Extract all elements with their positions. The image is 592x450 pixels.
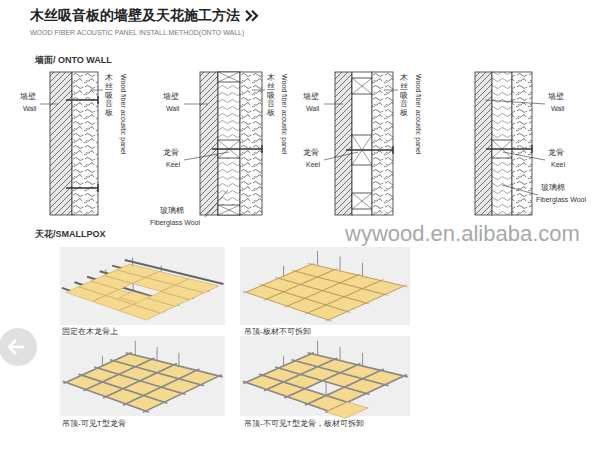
section-heading: 墙面/ ONTO WALL bbox=[35, 56, 112, 66]
part-label: Fiberglass Wool bbox=[150, 219, 200, 227]
part-label: 木丝吸音板 bbox=[105, 74, 113, 118]
leader-line bbox=[252, 90, 265, 91]
keel bbox=[218, 72, 240, 82]
t-bar bbox=[110, 360, 204, 386]
t-bar bbox=[79, 374, 168, 403]
part-label: 木丝吸音板 bbox=[400, 74, 408, 118]
t-bar bbox=[308, 353, 408, 377]
part-label: 龙骨 bbox=[548, 149, 564, 158]
part-label: Wall bbox=[23, 105, 36, 113]
back-button bbox=[0, 328, 37, 366]
keel bbox=[352, 78, 372, 94]
t-bar bbox=[275, 277, 370, 304]
part-label: Wood fiber acoustic panel bbox=[119, 74, 127, 154]
ceiling-panel-3 bbox=[60, 336, 225, 416]
t-bar bbox=[126, 353, 223, 377]
leader-line bbox=[40, 104, 58, 105]
panel-ground bbox=[240, 247, 410, 325]
t-bar bbox=[243, 291, 332, 321]
t-bar bbox=[259, 284, 351, 312]
part-label: Keel bbox=[306, 161, 320, 169]
wall-section-4 bbox=[475, 72, 545, 215]
panel-ground bbox=[60, 336, 225, 416]
t-bar bbox=[63, 381, 149, 412]
air-gap bbox=[352, 72, 372, 215]
t-bar bbox=[275, 367, 370, 395]
part-label: 龙骨 bbox=[163, 149, 179, 158]
title: 木丝吸音板的墙壁及天花施工方法 bbox=[30, 8, 240, 23]
watermark: wywood.en.alibaba.com bbox=[345, 222, 580, 246]
wall-section-2 bbox=[184, 72, 265, 217]
acoustic-panel bbox=[72, 72, 98, 215]
t-bar bbox=[291, 270, 388, 295]
ceiling-tile bbox=[363, 281, 404, 295]
part-label: Keel bbox=[551, 161, 565, 169]
t-bar bbox=[259, 374, 351, 403]
caption: 固定在木龙骨上 bbox=[62, 328, 118, 337]
section-heading: 天花/SMALLPOX bbox=[35, 230, 106, 240]
acoustic-panel bbox=[512, 72, 532, 215]
part-label: Wood fiber acoustic panel bbox=[414, 74, 422, 154]
ceiling-panel-2 bbox=[240, 247, 410, 325]
panel-ground bbox=[240, 336, 410, 416]
keel bbox=[218, 205, 240, 215]
t-bar bbox=[243, 381, 332, 412]
leader-line bbox=[485, 100, 545, 195]
part-label: 龙骨 bbox=[303, 149, 319, 158]
ceiling-panel-4 bbox=[240, 336, 410, 418]
screw bbox=[212, 145, 262, 153]
part-label: Fiberglass Wool bbox=[536, 196, 586, 204]
part-label: Wood fiber acoustic panel bbox=[280, 74, 288, 154]
part-label: 墙壁 bbox=[548, 93, 564, 102]
screw bbox=[66, 96, 98, 192]
part-label: 玻璃棉 bbox=[541, 184, 565, 193]
part-label: Wall bbox=[551, 105, 564, 113]
screw bbox=[346, 146, 393, 154]
wall-section-1 bbox=[40, 72, 103, 215]
keel bbox=[352, 193, 372, 209]
part-label: 木丝吸音板 bbox=[267, 74, 275, 118]
wall bbox=[335, 72, 352, 215]
part-label: 墙壁 bbox=[20, 93, 36, 102]
fiberglass-wool bbox=[218, 72, 240, 215]
part-label: 墙壁 bbox=[303, 93, 319, 102]
panel-ground bbox=[60, 247, 225, 325]
ceiling-tile bbox=[175, 279, 219, 293]
leader-line bbox=[90, 90, 103, 91]
screw bbox=[486, 145, 532, 153]
part-label: 玻璃棉 bbox=[160, 207, 184, 216]
leader-line bbox=[324, 104, 358, 160]
part-label: 墙壁 bbox=[163, 93, 179, 102]
acoustic-panel bbox=[372, 72, 393, 215]
caption: 吊顶-不可见T型龙骨，板材可拆卸 bbox=[244, 420, 364, 429]
wall bbox=[475, 72, 492, 215]
wall bbox=[50, 72, 72, 215]
ceiling-tile bbox=[363, 370, 404, 384]
fiberglass-wool bbox=[492, 72, 512, 215]
part-label: Wall bbox=[306, 105, 319, 113]
t-bar bbox=[308, 263, 408, 287]
wall bbox=[200, 72, 218, 215]
title-chevron bbox=[246, 11, 257, 21]
leader-line bbox=[384, 90, 398, 91]
subtitle: WOOD FIBER ACOUSTIC PANEL INSTALL METHOD… bbox=[30, 29, 244, 37]
caption: 吊顶-板材不可拆卸 bbox=[244, 328, 311, 337]
ceiling-tile bbox=[179, 370, 219, 384]
wall-section-3 bbox=[324, 72, 398, 215]
part-label: Wall bbox=[166, 105, 179, 113]
ceiling-panel-1 bbox=[60, 247, 225, 325]
t-bar bbox=[291, 360, 388, 386]
acoustic-panel bbox=[240, 72, 262, 215]
leader-line bbox=[184, 104, 229, 217]
caption: 吊顶-可见T型龙骨 bbox=[62, 420, 126, 429]
removed-tile bbox=[326, 402, 368, 418]
part-label: Keel bbox=[166, 161, 180, 169]
t-bar bbox=[94, 367, 186, 395]
